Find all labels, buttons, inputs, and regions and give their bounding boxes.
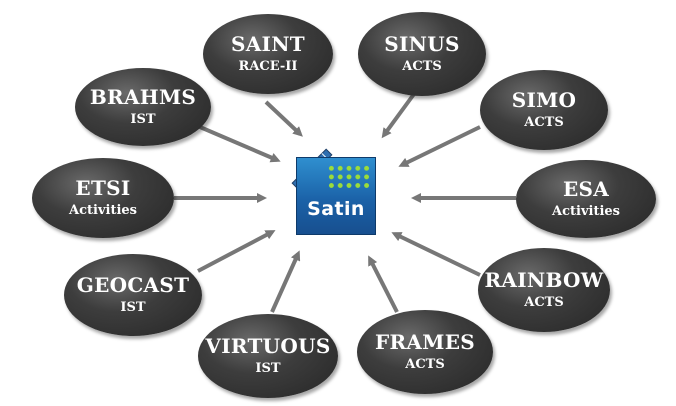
node-subtitle: ACTS [524, 294, 564, 310]
node-subtitle: ACTS [402, 58, 442, 74]
node-title: VIRTUOUS [205, 333, 331, 358]
node-subtitle: IST [120, 299, 146, 315]
node-subtitle: IST [255, 360, 281, 376]
node-geocast: GEOCAST IST [64, 254, 202, 336]
node-simo: SIMO ACTS [480, 70, 608, 150]
arrow-virtuous [270, 250, 301, 313]
node-title: RAINBOW [484, 267, 604, 292]
satin-label: Satin [307, 198, 365, 220]
node-subtitle: RACE-II [238, 58, 298, 74]
node-title: SINUS [384, 31, 460, 56]
node-title: FRAMES [375, 329, 475, 354]
node-subtitle: IST [130, 111, 156, 127]
node-subtitle: ACTS [524, 114, 564, 130]
arrow-rainbow [391, 232, 481, 277]
arrow-geocast [197, 230, 276, 273]
arrow-brahms [199, 125, 281, 163]
node-brahms: BRAHMS IST [75, 68, 211, 146]
node-title: BRAHMS [89, 84, 197, 109]
satin-hub: Satin [278, 143, 390, 243]
arrow-sinus [381, 92, 416, 139]
satin-logo: Satin [296, 157, 376, 235]
satin-dot-grid [327, 164, 371, 190]
node-frames: FRAMES ACTS [357, 310, 493, 394]
node-title: ETSI [75, 175, 131, 200]
node-esa: ESA Activities [516, 160, 656, 238]
node-sinus: SINUS ACTS [358, 12, 486, 96]
arrow-saint [264, 100, 303, 137]
node-title: SIMO [511, 87, 577, 112]
node-subtitle: Activities [552, 203, 620, 219]
arrow-frames [368, 255, 399, 313]
node-title: SAINT [231, 31, 305, 56]
node-subtitle: Activities [69, 202, 137, 218]
node-subtitle: ACTS [405, 356, 445, 372]
node-virtuous: VIRTUOUS IST [198, 314, 338, 398]
arrow-simo [398, 125, 481, 167]
node-saint: SAINT RACE-II [203, 14, 333, 94]
node-title: GEOCAST [76, 272, 190, 297]
node-rainbow: RAINBOW ACTS [478, 248, 610, 332]
node-etsi: ETSI Activities [32, 158, 174, 238]
node-title: ESA [562, 176, 610, 201]
